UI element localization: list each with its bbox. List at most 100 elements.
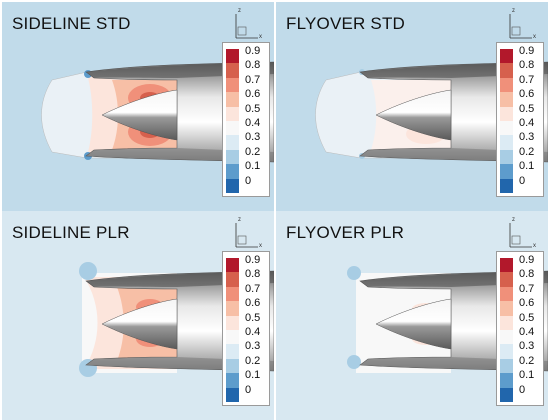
legend-row: 0.8 (500, 59, 545, 78)
legend-label: 0.4 (519, 326, 535, 338)
legend-label: 0.3 (245, 131, 261, 144)
legend-row: 0.3 (500, 131, 545, 150)
axes-triad-icon (509, 223, 532, 248)
centre-plug (101, 89, 178, 141)
legend-row: 0.9 (500, 45, 545, 64)
legend-label: 0.6 (519, 297, 535, 310)
legend-swatch (226, 135, 239, 150)
z-axis-label: z (512, 8, 515, 14)
legend-swatch (500, 358, 513, 374)
x-axis-label: x (259, 34, 262, 40)
legend-swatch (226, 301, 239, 316)
legend-label: 0.2 (245, 354, 261, 367)
x-axis-label: x (533, 243, 536, 249)
legend-label: 0.4 (245, 117, 261, 129)
z-axis-label: z (238, 8, 241, 14)
centre-plug (375, 89, 452, 141)
legend-swatch (226, 121, 239, 136)
legend-label: 0.7 (245, 282, 261, 295)
legend-swatch (226, 258, 239, 273)
legend-swatch (500, 135, 513, 150)
legend-label: 0.2 (245, 145, 261, 158)
legend-row: 0.8 (226, 268, 271, 287)
legend-row: 0.4 (500, 326, 545, 345)
legend-swatch (500, 344, 513, 359)
legend-swatch (500, 301, 513, 316)
legend-row: 0 (226, 384, 271, 402)
legend-label: 0.5 (245, 102, 261, 115)
legend-row: 0.2 (500, 146, 545, 165)
legend-swatch (500, 178, 513, 193)
legend-label: 0.1 (245, 369, 261, 382)
legend-swatch (226, 164, 239, 179)
legend-row: 0.3 (226, 131, 271, 150)
legend-row: 0.2 (226, 146, 271, 165)
legend-swatch (500, 258, 513, 273)
legend-row: 0 (500, 384, 545, 402)
centre-plug (101, 298, 178, 350)
legend-row: 0.6 (500, 88, 545, 107)
legend-row: 0.6 (226, 297, 271, 316)
legend-label: 0 (519, 383, 526, 396)
axes-triad-icon (509, 14, 532, 39)
legend-swatch (226, 92, 239, 107)
legend-row: 0.5 (500, 103, 545, 121)
legend-swatch (226, 373, 239, 388)
legend-row: 0.3 (500, 340, 545, 359)
z-axis-label: z (238, 217, 241, 223)
legend-label: 0.9 (245, 45, 261, 57)
legend-label: 0.8 (245, 59, 261, 72)
legend-swatch (226, 77, 239, 93)
legend-label: 0.3 (245, 340, 261, 353)
legend-label: 0.8 (245, 268, 261, 281)
legend-row: 0.7 (500, 74, 545, 93)
legend-row: 0.1 (500, 160, 545, 179)
legend-swatch (500, 330, 513, 345)
legend-row: 0.7 (226, 74, 271, 93)
legend-label: 0.6 (245, 88, 261, 101)
legend-swatch (500, 49, 513, 64)
legend-label: 0.5 (245, 311, 261, 324)
legend-swatch (500, 106, 513, 121)
lip-marker (347, 266, 361, 280)
legend-row: 0.9 (226, 45, 271, 64)
legend-row: 0.4 (226, 326, 271, 345)
legend-row: 0.1 (226, 369, 271, 388)
legend-label: 0.7 (245, 73, 261, 86)
legend-row: 0 (500, 175, 545, 193)
legend-row: 0.6 (500, 297, 545, 316)
legend-row: 0.7 (226, 283, 271, 302)
lip-marker (347, 355, 361, 369)
z-axis-label: z (512, 217, 515, 223)
legend-label: 0 (245, 383, 252, 396)
legend-row: 0.8 (226, 59, 271, 78)
legend-row: 0.5 (500, 312, 545, 330)
legend-swatch (226, 330, 239, 345)
legend-label: 0.4 (245, 326, 261, 338)
legend-swatch (500, 121, 513, 136)
legend-label: 0.2 (519, 145, 535, 158)
legend-row: 0.8 (500, 268, 545, 287)
legend-row: 0.4 (226, 117, 271, 136)
legend-swatch (500, 92, 513, 107)
legend-label: 0.5 (519, 102, 535, 115)
x-axis-label: x (259, 243, 262, 249)
legend-label: 0.6 (519, 88, 535, 101)
legend-swatch (226, 315, 239, 330)
legend-row: 0.7 (500, 283, 545, 302)
legend-row: 0.9 (226, 254, 271, 273)
axes-triad-icon (235, 14, 258, 39)
legend-swatch (226, 149, 239, 165)
legend-row: 0.1 (226, 160, 271, 179)
legend-row: 0.2 (226, 355, 271, 374)
legend-swatch (226, 178, 239, 193)
legend-label: 0.3 (519, 131, 535, 144)
